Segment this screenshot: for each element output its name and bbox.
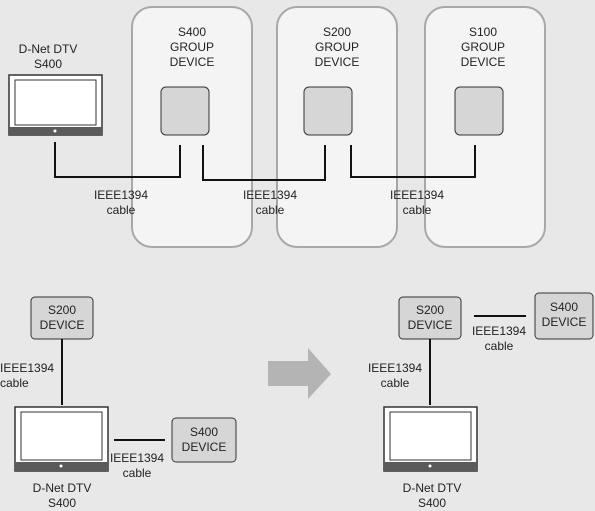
cable-lines-top xyxy=(54,142,476,181)
device-label-s400-br: S400 DEVICE xyxy=(541,300,587,329)
device-s400-bl xyxy=(171,417,237,463)
device-s400-br xyxy=(534,292,594,340)
cable-label-top-2: IEEE1394 cable xyxy=(242,188,298,217)
tv-top xyxy=(8,74,103,136)
device-label-s200-bl: S200 DEVICE xyxy=(39,303,85,332)
device-label-s400-bl: S400 DEVICE xyxy=(181,425,227,454)
tv-bottom-left xyxy=(14,406,109,472)
cable-label-br-vertical: IEEE1394 cable xyxy=(367,361,423,390)
cable-label-top-1: IEEE1394 cable xyxy=(93,188,149,217)
cable-label-bl-horizontal: IEEE1394 cable xyxy=(109,451,165,480)
cable-label-bl-vertical: IEEE1394 cable xyxy=(0,361,55,390)
cable-label-top-3: IEEE1394 cable xyxy=(389,188,445,217)
device-s400-group xyxy=(160,86,210,136)
tv-bottom-right xyxy=(383,406,478,472)
group-label-s400: S400 GROUP DEVICE xyxy=(169,25,215,69)
cable-label-br-horizontal: IEEE1394 cable xyxy=(471,324,527,353)
device-s200-group xyxy=(303,86,353,136)
device-label-s200-br: S200 DEVICE xyxy=(407,303,453,332)
tv-label-top: D-Net DTV S400 xyxy=(18,42,78,71)
tv-label-br: D-Net DTV S400 xyxy=(402,481,462,510)
group-label-s100: S100 GROUP DEVICE xyxy=(460,25,506,69)
tv-label-bl: D-Net DTV S400 xyxy=(32,481,92,510)
transition-arrow xyxy=(268,348,331,399)
device-s100-group xyxy=(454,86,504,136)
group-label-s200: S200 GROUP DEVICE xyxy=(314,25,360,69)
